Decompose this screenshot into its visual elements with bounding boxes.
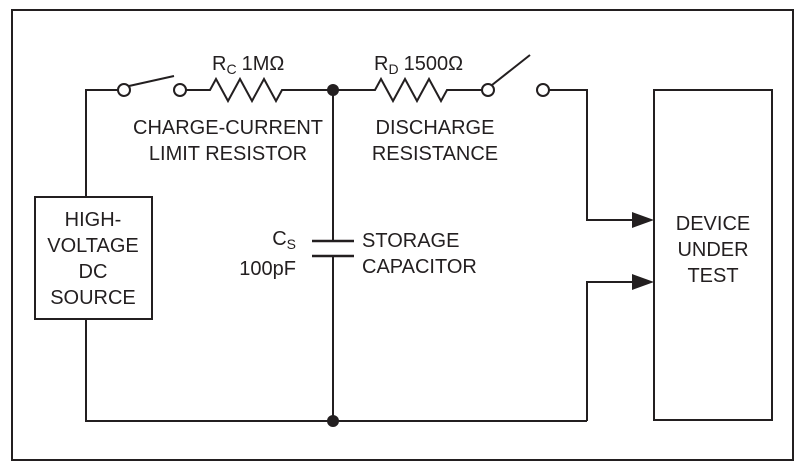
- discharge-switch-blade: [491, 54, 531, 86]
- cs-desc-line-2: CAPACITOR: [362, 256, 477, 278]
- rc-subscript: C: [226, 61, 236, 77]
- dut-bottom-arrow: [632, 274, 654, 290]
- discharge-switch: [481, 54, 550, 97]
- dut-label-line-1: DEVICE: [676, 213, 750, 235]
- storage-capacitor: CS 100pF STORAGE CAPACITOR: [239, 90, 477, 421]
- rc-value: 1MΩ: [242, 53, 285, 75]
- hv-source-label-line-4: SOURCE: [50, 287, 136, 309]
- hv-source-label-line-3: DC: [79, 261, 108, 283]
- dut-top-lead: [549, 89, 634, 221]
- rd-desc-line-1: DISCHARGE: [376, 117, 495, 139]
- hv-dc-source: HIGH- VOLTAGE DC SOURCE: [34, 196, 153, 320]
- discharge-switch-contact-left: [481, 83, 495, 97]
- discharge-resistor-zigzag: [333, 76, 482, 104]
- dut-label-line-3: TEST: [687, 265, 738, 287]
- charge-resistor: RC 1MΩ CHARGE-CURRENT LIMIT RESISTOR: [133, 53, 333, 165]
- dut-box: [653, 89, 773, 421]
- charge-resistor-zigzag: [186, 76, 333, 104]
- rd-label: RD 1500Ω: [374, 53, 463, 77]
- discharge-resistor: RD 1500Ω DISCHARGE RESISTANCE: [333, 53, 498, 165]
- rd-symbol: R: [374, 53, 388, 75]
- rc-label: RC 1MΩ: [212, 53, 284, 77]
- cs-symbol: C: [272, 228, 286, 250]
- dut-bottom-lead: [586, 281, 634, 421]
- dut-top-arrow: [632, 212, 654, 228]
- rd-desc-line-2: RESISTANCE: [372, 143, 498, 165]
- hv-source-label-line-2: VOLTAGE: [47, 235, 139, 257]
- hv-source-label-line-1: HIGH-: [65, 209, 122, 231]
- dut-label-line-2: UNDER: [677, 239, 748, 261]
- cs-desc-line-1: STORAGE: [362, 230, 459, 252]
- charge-switch-contact-left: [117, 83, 131, 97]
- source-top-wire: [85, 89, 118, 197]
- diagram-frame: [11, 9, 794, 461]
- discharge-switch-contact-right: [536, 83, 550, 97]
- cs-value: 100pF: [239, 258, 296, 280]
- charge-switch-blade: [128, 75, 175, 87]
- device-under-test: DEVICE UNDER TEST: [653, 89, 773, 421]
- rd-value: 1500Ω: [404, 53, 463, 75]
- rc-desc-line-2: LIMIT RESISTOR: [149, 143, 307, 165]
- rd-subscript: D: [388, 61, 398, 77]
- cs-label: CS: [272, 228, 296, 252]
- rc-symbol: R: [212, 53, 226, 75]
- charge-switch-contact-right: [173, 83, 187, 97]
- bottom-return-wire: [85, 319, 587, 422]
- hv-dc-source-box: [34, 196, 153, 320]
- cs-subscript: S: [287, 236, 296, 252]
- rc-desc-line-1: CHARGE-CURRENT: [133, 117, 323, 139]
